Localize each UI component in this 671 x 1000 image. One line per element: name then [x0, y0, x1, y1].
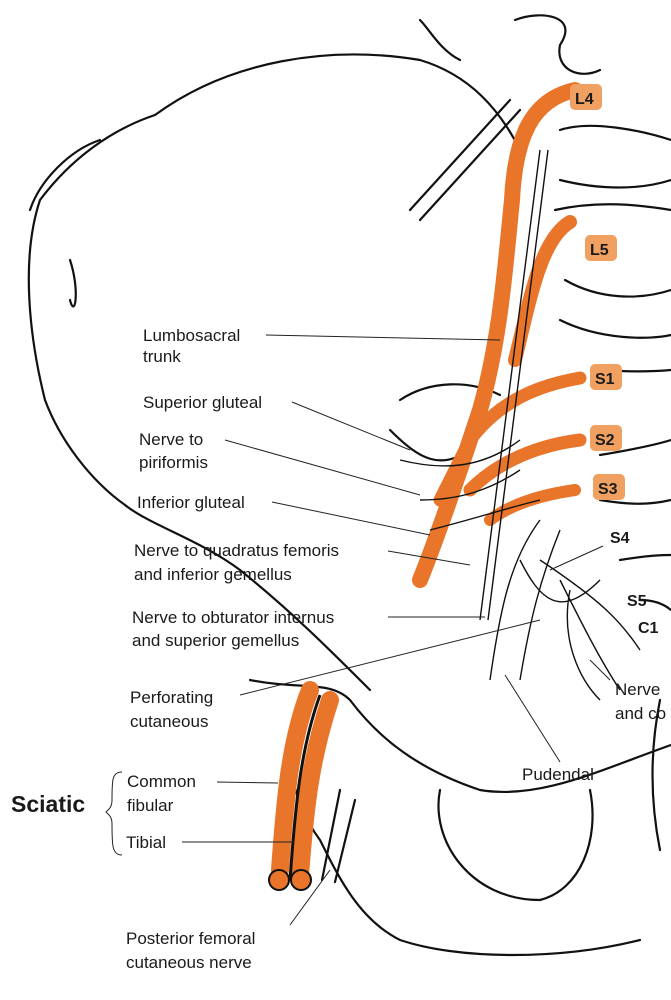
label-common-fibular: Common — [127, 772, 196, 791]
label-superior-gluteal: Superior gluteal — [143, 393, 262, 412]
leader-s4 — [549, 545, 604, 571]
common-fibular-nerve — [271, 681, 319, 879]
svg-text:L5: L5 — [590, 242, 609, 259]
leader-superior-gluteal — [291, 401, 411, 451]
sciatic-divider — [288, 694, 322, 881]
leader-perforating — [239, 619, 541, 696]
label-pudendal: Pudendal — [522, 765, 594, 784]
badge-s2: S2 — [590, 425, 622, 451]
badge-l5: L5 — [585, 235, 617, 261]
label-nerve-coccygeal-2: and co — [615, 704, 666, 723]
svg-text:S1: S1 — [595, 371, 615, 388]
label-common-fibular-2: fibular — [127, 796, 174, 815]
leader-piriformis — [224, 439, 421, 496]
label-perforating-cutaneous-2: cutaneous — [130, 712, 208, 731]
label-s5: S5 — [627, 593, 647, 610]
leader-lumbosacral — [265, 334, 501, 341]
ischial-outline — [248, 678, 671, 794]
obturator-outline — [437, 788, 594, 902]
vessel-outline — [408, 98, 522, 222]
white-nerve-branches — [399, 149, 549, 621]
ilium-outline — [27, 18, 522, 692]
badge-s3: S3 — [593, 474, 625, 500]
tibial-nerve — [291, 691, 339, 884]
badge-s1: S1 — [590, 364, 622, 390]
label-lumbosacral-trunk-2: trunk — [143, 347, 181, 366]
fibular-cut-end — [268, 869, 290, 891]
badge-l4: L4 — [570, 84, 602, 110]
svg-text:L4: L4 — [575, 91, 594, 108]
label-lumbosacral-trunk: Lumbosacral — [143, 326, 240, 345]
leader-posterior-femoral — [289, 869, 331, 926]
label-s4: S4 — [610, 530, 630, 547]
svg-text:S2: S2 — [595, 432, 615, 449]
leader-nerve-coccygeal — [589, 659, 611, 681]
label-inferior-gluteal: Inferior gluteal — [137, 493, 245, 512]
ilium-mark — [68, 258, 77, 308]
label-obturator-internus: Nerve to obturator internus — [132, 608, 334, 627]
lumbosacral-trunk-nerve — [412, 82, 583, 588]
s2-root-nerve — [463, 433, 587, 497]
label-perforating-cutaneous: Perforating — [130, 688, 213, 707]
label-nerve-coccygeal: Nerve — [615, 680, 660, 699]
vertebral-column — [513, 14, 671, 339]
leader-pudendal — [504, 674, 561, 763]
label-nerve-to-piriformis: Nerve to — [139, 430, 203, 449]
label-posterior-femoral-cutaneous-2: cutaneous nerve — [126, 953, 252, 972]
tibial-cut-end — [290, 869, 312, 891]
label-tibial: Tibial — [126, 833, 166, 852]
leader-common-fibular — [216, 781, 279, 784]
svg-text:S3: S3 — [598, 481, 618, 498]
l5-root-nerve — [508, 215, 577, 367]
label-nerve-to-piriformis-2: piriformis — [139, 453, 208, 472]
sacrum-outline — [598, 368, 671, 612]
sciatic-brace — [105, 771, 123, 856]
label-quadratus-femoris-2: and inferior gemellus — [134, 565, 292, 584]
leader-inferior-gluteal — [271, 501, 431, 536]
label-quadratus-femoris: Nerve to quadratus femoris — [134, 541, 339, 560]
iliac-crest-inner — [28, 138, 102, 212]
s3-root-nerve — [484, 484, 581, 526]
leader-quadratus — [387, 550, 471, 566]
femur-outline — [288, 698, 642, 957]
posterior-femoral-cutaneous-nerve — [320, 788, 357, 884]
label-posterior-femoral-cutaneous: Posterior femoral — [126, 929, 255, 948]
label-sciatic: Sciatic — [11, 791, 85, 817]
pudendal-coccygeal-branches — [489, 519, 641, 701]
label-obturator-internus-2: and superior gemellus — [132, 631, 299, 650]
label-c1: C1 — [638, 620, 659, 637]
coccyx-outline — [651, 698, 662, 852]
